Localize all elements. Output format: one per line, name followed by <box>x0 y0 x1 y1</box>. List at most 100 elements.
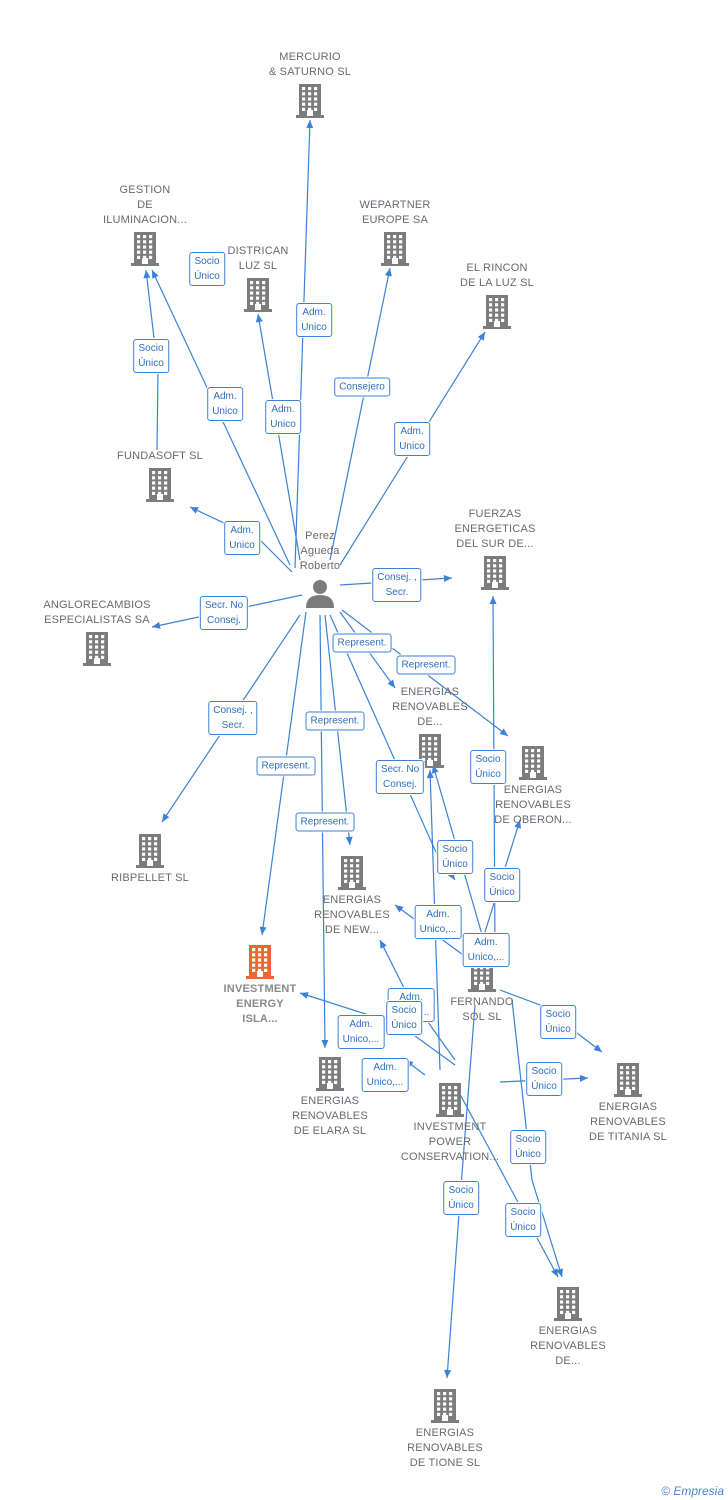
node-perez[interactable]: Perez Agueda Roberto <box>250 529 390 608</box>
edge-label: Adm. Unico,... <box>462 933 510 967</box>
building-icon <box>246 945 274 979</box>
building-icon <box>380 1083 520 1117</box>
arrow-head-icon <box>395 905 404 913</box>
arrow-head-icon <box>593 1044 602 1052</box>
building-icon <box>282 856 422 890</box>
edge-label: Socio Único <box>526 1062 562 1096</box>
arrow-head-icon <box>190 507 199 514</box>
edge-label: Socio Único <box>510 1130 546 1164</box>
edge-label: Adm. Unico <box>207 387 243 421</box>
edge-line <box>511 999 563 1278</box>
node-mercurio[interactable]: MERCURIO & SATURNO SL <box>240 50 380 118</box>
node-anglo[interactable]: ANGLORECAMBIOS ESPECIALISTAS SA <box>27 598 167 666</box>
building-icon <box>427 295 567 329</box>
node-label: ANGLORECAMBIOS ESPECIALISTAS SA <box>43 599 151 626</box>
arrow-head-icon <box>499 728 508 736</box>
edge-label: Secr. No Consej. <box>375 760 425 794</box>
edge-label: Adm. Unico <box>296 303 332 337</box>
node-label: DISTRICAN LUZ SL <box>227 245 289 272</box>
arrow-head-icon <box>426 770 434 779</box>
building-icon <box>338 856 366 890</box>
edge-label: Adm. Unico,... <box>414 905 462 939</box>
arrow-head-icon <box>551 1268 558 1277</box>
node-label: GESTION DE ILUMINACION... <box>102 184 188 226</box>
edge-label: Socio Único <box>540 1005 576 1039</box>
node-elara[interactable]: ENERGIAS RENOVABLES DE ELARA SL <box>260 1057 400 1139</box>
node-label: MERCURIO & SATURNO SL <box>268 51 352 78</box>
building-icon <box>498 1287 638 1321</box>
edge-label: Consej. , Secr. <box>208 701 258 735</box>
building-icon <box>381 232 409 266</box>
node-label: INVESTMENT ENERGY ISLA... <box>223 983 297 1025</box>
building-icon <box>146 468 174 502</box>
node-er_de2[interactable]: ENERGIAS RENOVABLES DE... <box>498 1287 638 1369</box>
edge-line <box>499 989 603 1053</box>
arrow-head-icon <box>255 314 263 323</box>
edge-line <box>189 506 293 573</box>
building-icon <box>90 468 230 502</box>
node-er_de[interactable]: ENERGIAS RENOVABLES DE... <box>360 685 500 768</box>
person-icon <box>250 578 390 608</box>
edge-label: Adm. Unico,... <box>361 1058 409 1092</box>
edge-path <box>294 119 311 569</box>
edge-label: Socio Único <box>133 339 169 373</box>
edge-label: Consej. , Secr. <box>372 568 422 602</box>
arrow-head-icon <box>162 813 170 822</box>
building-icon <box>416 734 444 768</box>
edge-line <box>329 267 392 561</box>
building-icon <box>316 1057 344 1091</box>
edge-path <box>499 989 603 1053</box>
building-icon <box>483 295 511 329</box>
edge-path <box>257 313 301 561</box>
node-label: RIBPELLET SL <box>110 872 189 884</box>
node-wepartner[interactable]: WEPARTNER EUROPE SA <box>325 198 465 266</box>
building-icon <box>75 232 215 266</box>
building-icon <box>481 556 509 590</box>
node-oberon[interactable]: ENERGIAS RENOVABLES DE OBERON... <box>463 746 603 828</box>
node-fuerzas[interactable]: FUERZAS ENERGETICAS DEL SUR DE... <box>425 507 565 590</box>
node-elrincon[interactable]: EL RINCON DE LA LUZ SL <box>427 261 567 329</box>
building-icon <box>425 556 565 590</box>
edge-label: Represent. <box>305 711 365 731</box>
node-label: FERNANDO SOL SL <box>450 996 514 1023</box>
building-icon <box>375 1389 515 1423</box>
building-icon <box>614 1063 642 1097</box>
arrow-head-icon <box>384 268 392 277</box>
edge-label: Socio Único <box>437 840 473 874</box>
edge-label: Socio Único <box>443 1181 479 1215</box>
node-ipc[interactable]: INVESTMENT POWER CONSERVATION... <box>380 1083 520 1165</box>
edge-label: Secr. No Consej. <box>199 596 249 630</box>
edge-path <box>511 999 563 1278</box>
arrow-head-icon <box>300 992 309 999</box>
arrow-head-icon <box>579 1074 588 1082</box>
edge-label: Represent. <box>396 655 456 675</box>
node-newx[interactable]: ENERGIAS RENOVABLES DE NEW... <box>282 856 422 938</box>
edge-label: Socio Único <box>189 252 225 286</box>
edge-path <box>329 267 391 561</box>
node-fundasoft[interactable]: FUNDASOFT SL <box>90 449 230 502</box>
node-titania[interactable]: ENERGIAS RENOVABLES DE TITANIA SL <box>558 1063 698 1145</box>
node-gestion[interactable]: GESTION DE ILUMINACION... <box>75 183 215 266</box>
edge-label: Consejero <box>334 377 390 397</box>
node-ribpellet[interactable]: RIBPELLET SL <box>80 834 220 886</box>
node-label: ENERGIAS RENOVABLES DE TIONE SL <box>407 1427 483 1469</box>
building-icon <box>558 1063 698 1097</box>
node-label: ENERGIAS RENOVABLES DE ELARA SL <box>292 1095 368 1137</box>
building-icon <box>131 232 159 266</box>
building-icon <box>190 945 330 979</box>
edge-label: Socio Único <box>386 1001 422 1035</box>
node-investment_isla[interactable]: INVESTMENT ENERGY ISLA... <box>190 945 330 1027</box>
building-icon <box>554 1287 582 1321</box>
node-label: ENERGIAS RENOVABLES DE TITANIA SL <box>589 1101 667 1143</box>
node-tione[interactable]: ENERGIAS RENOVABLES DE TIONE SL <box>375 1389 515 1471</box>
person-icon <box>306 580 334 608</box>
arrow-head-icon <box>143 270 151 279</box>
node-label: ENERGIAS RENOVABLES DE... <box>530 1325 606 1367</box>
arrow-head-icon <box>380 940 387 949</box>
arrow-head-icon <box>259 926 267 935</box>
copyright-notice: © Empresia <box>661 1484 724 1498</box>
building-icon <box>436 1083 464 1117</box>
building-icon <box>80 834 220 868</box>
node-districan[interactable]: DISTRICAN LUZ SL <box>188 244 328 312</box>
